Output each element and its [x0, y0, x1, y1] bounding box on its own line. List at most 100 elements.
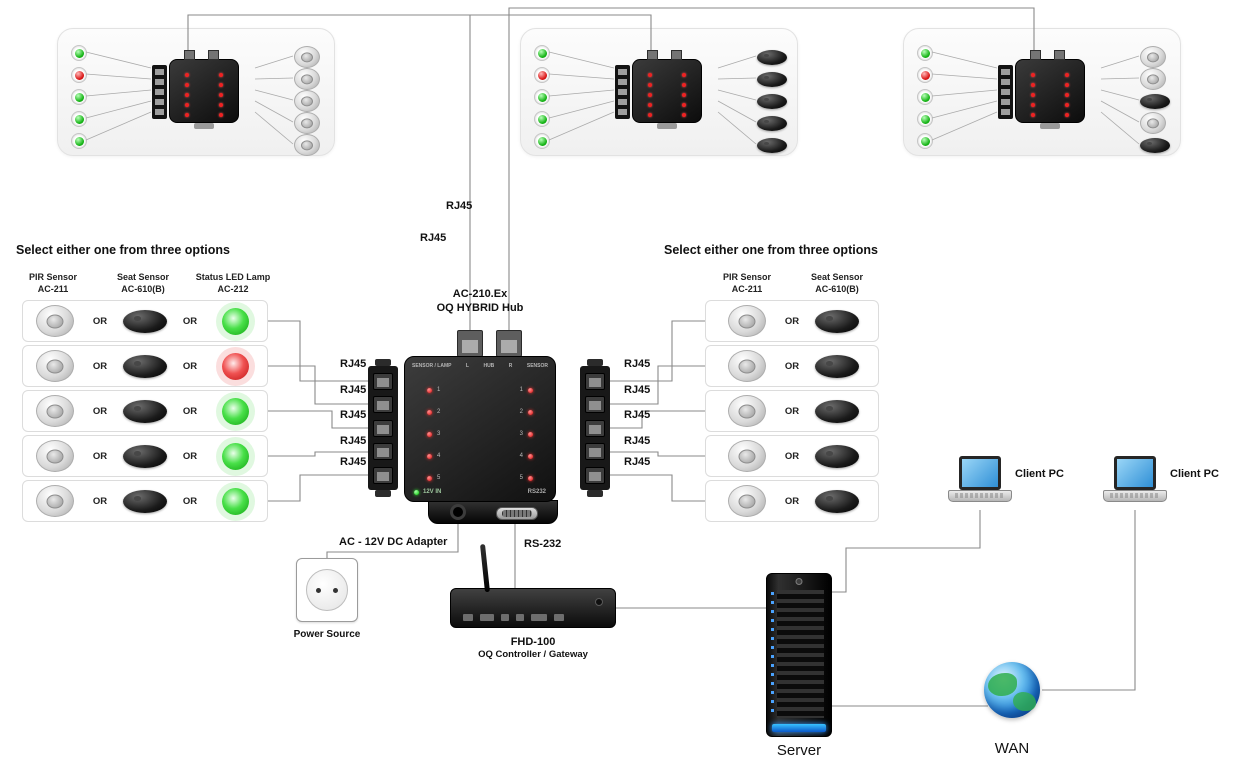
oq-controller-gateway — [450, 544, 616, 628]
option-row-right-2: OR — [705, 345, 879, 387]
rj45-jack — [585, 443, 605, 460]
or-label: OR — [784, 405, 800, 417]
option-row-left-3: OR OR — [22, 390, 268, 432]
pir-sensor-icon — [294, 90, 320, 112]
hub-rs232-tag: RS232 — [527, 489, 546, 495]
option-row-left-2: OR OR — [22, 345, 268, 387]
pir-sensor-icon — [294, 46, 320, 68]
option-row-left-4: OR OR — [22, 435, 268, 477]
pir-sensor-icon — [24, 436, 86, 476]
status-led-green — [917, 111, 933, 127]
rj45-label: RJ45 — [624, 409, 651, 421]
pir-sensor-icon — [716, 391, 778, 431]
client-pc-2-icon — [1103, 456, 1167, 510]
rs232-label: RS-232 — [522, 538, 564, 550]
rj45-label: RJ45 — [420, 232, 447, 244]
rj45-label: RJ45 — [624, 384, 651, 396]
or-label: OR — [784, 450, 800, 462]
status-led-red — [534, 67, 550, 83]
pir-sensor-icon — [716, 301, 778, 341]
pir-sensor-icon — [24, 301, 86, 341]
server-tower — [766, 573, 832, 737]
rj45-jack — [585, 372, 605, 390]
seat-sensor-icon — [806, 391, 868, 431]
seat-sensor-icon — [757, 94, 787, 109]
pir-sensor-icon — [1140, 46, 1166, 68]
or-label: OR — [182, 405, 198, 417]
hub-uplink-port-l — [457, 330, 483, 357]
laptop-keyboard — [1103, 490, 1167, 502]
option-row-right-5: OR — [705, 480, 879, 522]
server-base-light — [772, 724, 826, 732]
hub-right-rj45-strip — [580, 359, 610, 497]
ir-receiver-icon — [595, 598, 603, 606]
seat-sensor-icon — [114, 391, 176, 431]
controller-name: FHD-100 — [510, 636, 556, 648]
rj45-jack — [585, 396, 605, 413]
seat-sensor-icon — [114, 346, 176, 386]
status-led-green — [917, 133, 933, 149]
left-options-title: Select either one from three options — [16, 243, 230, 257]
room-panel-1 — [57, 28, 335, 156]
server-power-button — [795, 578, 803, 585]
pir-sensor-icon — [24, 481, 86, 521]
client-pc-2-label: Client PC — [1170, 468, 1219, 480]
or-label: OR — [784, 495, 800, 507]
status-led-green — [71, 45, 87, 61]
rj45-jack — [373, 396, 393, 413]
status-led-green — [534, 45, 550, 61]
adapter-label: AC - 12V DC Adapter — [337, 536, 450, 548]
dc-power-jack — [450, 504, 466, 520]
pir-sensor-icon — [1140, 68, 1166, 90]
antenna-icon — [479, 544, 490, 593]
seat-sensor-icon — [114, 481, 176, 521]
rj45-label: RJ45 — [340, 456, 367, 468]
status-led-lamp-icon — [204, 481, 266, 521]
status-led-green — [71, 89, 87, 105]
seat-sensor-icon — [114, 436, 176, 476]
power-source-label: Power Source — [293, 629, 361, 640]
client-pc-1-label: Client PC — [1015, 468, 1064, 480]
controller-subtitle: OQ Controller / Gateway — [478, 649, 588, 660]
rj45-label: RJ45 — [624, 358, 651, 370]
pir-sensor-icon — [294, 68, 320, 90]
status-led-green — [534, 111, 550, 127]
option-row-right-4: OR — [705, 435, 879, 477]
client-pc-1-icon — [948, 456, 1012, 510]
status-led-green — [71, 133, 87, 149]
pir-sensor-icon — [1140, 112, 1166, 134]
or-label: OR — [784, 315, 800, 327]
seat-sensor-icon — [806, 436, 868, 476]
hub-bottom-strip — [428, 500, 558, 524]
mini-hub — [615, 49, 719, 133]
rj45-label: RJ45 — [340, 409, 367, 421]
rj45-label: RJ45 — [624, 456, 651, 468]
pir-sensor-icon — [716, 436, 778, 476]
seat-sensor-icon — [757, 138, 787, 153]
wan-label: WAN — [994, 740, 1030, 757]
room-panel-3 — [903, 28, 1181, 156]
pir-sensor-icon — [716, 346, 778, 386]
mini-hub — [152, 49, 256, 133]
rj45-jack — [373, 466, 393, 484]
seat-sensor-icon — [757, 72, 787, 87]
seat-sensor-icon — [114, 301, 176, 341]
seat-sensor-icon — [757, 116, 787, 131]
or-label: OR — [92, 450, 108, 462]
wan-globe-icon — [984, 662, 1040, 718]
status-led-green — [917, 89, 933, 105]
seat-sensor-icon — [1140, 94, 1170, 109]
seat-sensor-icon — [806, 481, 868, 521]
status-led-red — [71, 67, 87, 83]
right-options-title: Select either one from three options — [664, 243, 878, 257]
laptop-keyboard — [948, 490, 1012, 502]
seat-sensor-icon — [1140, 138, 1170, 153]
option-row-right-1: OR — [705, 300, 879, 342]
rj45-label: RJ45 — [624, 435, 651, 447]
